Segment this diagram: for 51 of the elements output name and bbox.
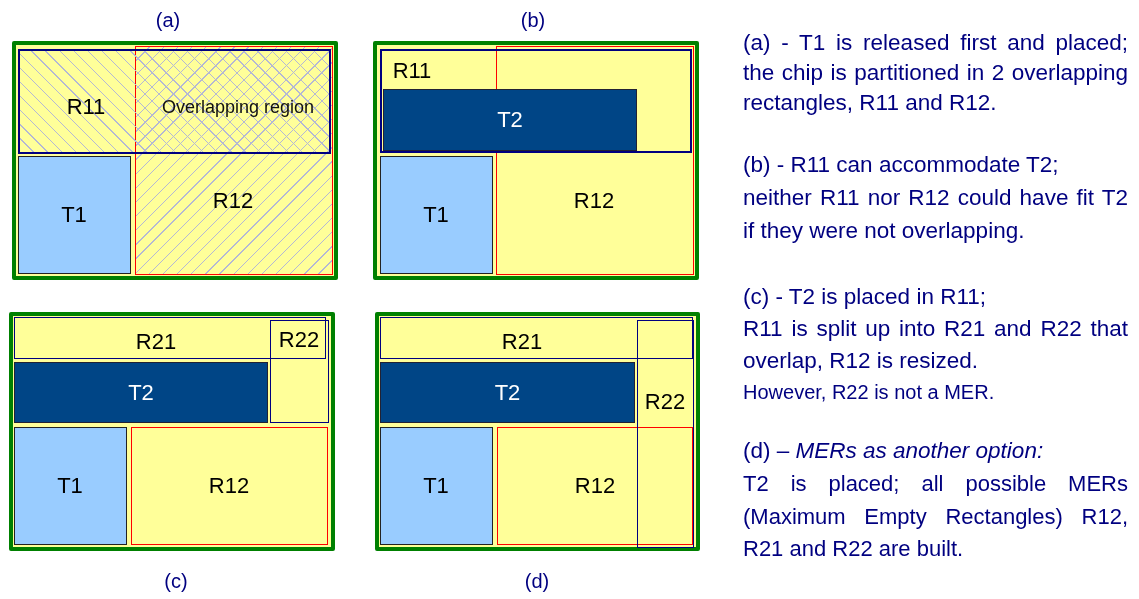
panel-caption: (b): [520, 8, 546, 32]
region-rect: [380, 49, 692, 153]
task-block: [18, 156, 131, 274]
chip-outline: [12, 41, 338, 280]
description-paragraph: R11 is split up into R21 and R22 that overlap, R12 is resized.: [743, 315, 1128, 375]
region-rect: [380, 317, 693, 359]
rect-label: R22: [644, 391, 686, 413]
description-note: However, R22 is not a MER.: [743, 380, 996, 404]
description-heading: (d) – MERs as another option:: [743, 437, 1045, 465]
task-block: [380, 156, 493, 274]
chip-outline: [375, 312, 700, 551]
rect-label: R12: [208, 474, 250, 497]
task-block: [380, 427, 493, 545]
rect-label: R21: [501, 331, 543, 353]
rect-label: R11: [66, 96, 106, 118]
rect-label: R11: [392, 60, 432, 82]
panel-caption: (c): [164, 569, 188, 593]
task-block: [383, 89, 637, 151]
panel-caption: (d): [524, 569, 550, 593]
chip-outline: [9, 312, 335, 551]
rect-label: T2: [128, 381, 154, 404]
task-block: [14, 362, 268, 423]
rect-label: R12: [574, 474, 616, 497]
task-block: [14, 427, 127, 545]
description-paragraph: (a) - T1 is released first and placed; the chip is partitioned in 2 overlapping rectangles, R11 and R12.: [743, 29, 1128, 117]
region-rect: [637, 320, 694, 548]
rect-label: T1: [57, 474, 83, 497]
panel-caption: (a): [155, 8, 181, 32]
rect-label: T1: [423, 203, 449, 226]
rect-label: R12: [573, 190, 615, 212]
rect-label: R22: [278, 329, 320, 351]
rect-label: T2: [497, 109, 523, 131]
rect-label: T1: [61, 203, 87, 226]
region-annotation: Overlapping region: [161, 97, 315, 119]
chip-outline: [373, 41, 699, 280]
region-rect: [497, 427, 693, 545]
rect-label: T1: [423, 474, 449, 497]
task-block: [380, 362, 635, 423]
rect-label: T2: [494, 381, 521, 404]
region-rect: [18, 49, 331, 154]
region-rect: [135, 46, 333, 275]
region-rect: [496, 46, 694, 275]
region-rect: [131, 427, 328, 545]
region-rect: [270, 320, 329, 423]
rect-label: R21: [135, 331, 177, 353]
description-paragraph: neither R11 nor R12 could have fit T2 if they were not overlapping.: [743, 184, 1128, 245]
region-rect: [14, 317, 326, 359]
description-paragraph: T2 is placed; all possible MERs (Maximum Empty Rectangles) R12, R21 and R22 are built.: [743, 470, 1128, 563]
description-heading: (c) - T2 is placed in R11;: [743, 283, 987, 311]
description-heading: (b) - R11 can accommodate T2;: [743, 151, 1060, 179]
rect-label: R12: [212, 190, 254, 212]
